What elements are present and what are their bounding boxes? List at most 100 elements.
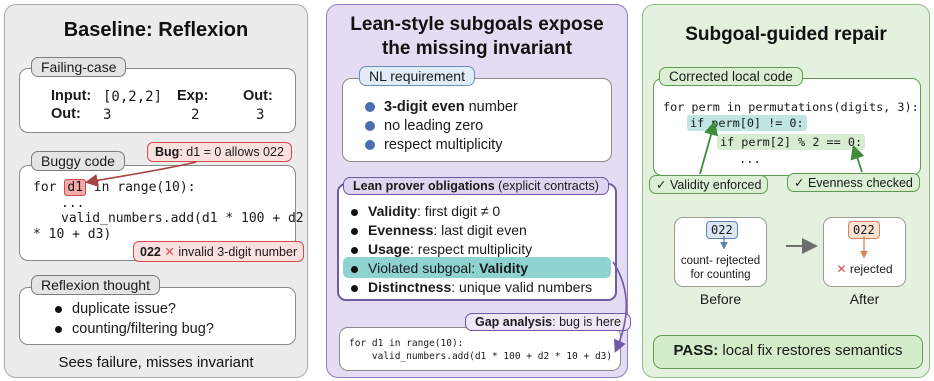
lean-title-line-2: the missing invariant: [381, 38, 573, 59]
obligation-validity-bold: Validity: [368, 203, 418, 219]
pass-rest: local fix restores semantics: [718, 342, 903, 359]
before-text-2: for counting: [690, 269, 751, 281]
corrected-line-2: if perm[0] != 0:: [687, 115, 807, 131]
obligation-evenness: Evenness: last digit even: [351, 222, 527, 238]
pass-banner: [653, 335, 923, 369]
gap-code-line-2: valid_numbers.add(d1 * 100 + d2 * 10 + d…: [349, 351, 613, 362]
exp-label: Exp:: [177, 88, 209, 104]
obligation-distinctness-rest: : unique valid numbers: [451, 279, 593, 295]
code-line-4: * 10 + d3): [33, 227, 112, 242]
reflexion-label: Reflexion thought: [31, 275, 160, 295]
list-dot-icon: [365, 102, 375, 112]
lean-title-line-1: Lean-style subgoals expose: [350, 14, 604, 35]
before-text-1: count- rejtected: [680, 255, 761, 267]
gap-code-line-1: for d1 in range(10):: [349, 338, 464, 349]
nl-requirement-box: [342, 78, 612, 162]
corrected-line-3: if perm[2] % 2 == 0:: [717, 134, 866, 150]
gap-analysis-label: Gap analysis: bug is here: [465, 313, 631, 331]
repair-panel: Subgoal-guided repair Corrected local co…: [642, 4, 930, 378]
bullet-icon: [351, 246, 358, 254]
obligations-label-rest: (explicit contracts): [494, 179, 599, 193]
obligations-label: Lean prover obligations (explicit contra…: [343, 177, 609, 195]
obligation-usage: Usage: respect multiplicity: [351, 241, 532, 257]
input-value: [0,2,2]: [103, 89, 163, 105]
bullet-icon: [55, 305, 62, 313]
after-text-label: rejected: [846, 262, 893, 276]
list-dot-icon: [365, 140, 375, 150]
corrected-code-label: Corrected local code: [659, 67, 803, 86]
obligation-distinctness-bold: Distinctness: [368, 279, 452, 295]
list-dot-icon: [365, 121, 375, 131]
nl-item-2-text: no leading zero: [384, 118, 484, 134]
bullet-icon: [351, 208, 358, 216]
nl-item-3-text: respect multiplicity: [384, 137, 503, 153]
obligation-validity-rest: : first digit ≠ 0: [417, 203, 501, 219]
baseline-caption: Sees failure, misses invariant: [58, 354, 254, 371]
obligation-distinctness: Distinctness: unique valid numbers: [351, 279, 592, 295]
input-label: Input:: [51, 88, 92, 104]
obligation-violated: Violated subgoal: Validity: [351, 260, 528, 276]
out-value-left: 3: [103, 107, 112, 123]
failing-case-label: Failing-case: [31, 57, 127, 77]
bug-callout: Bug: d1 = 0 allows 022: [147, 142, 292, 162]
after-num: 022: [848, 221, 880, 239]
pass-bold: PASS:: [673, 342, 719, 359]
reflexion-item-2: counting/filtering bug?: [55, 321, 214, 337]
violated-highlight: [343, 257, 611, 278]
invalid-x-icon: ✕: [164, 245, 175, 259]
obligation-violated-pre: Violated subgoal:: [368, 260, 480, 276]
out-value: 3: [256, 107, 265, 123]
pass-text: PASS: local fix restores semantics: [653, 342, 923, 359]
invalid-text: invalid 3-digit number: [178, 245, 298, 259]
code-var-d1: d1: [64, 179, 86, 196]
bullet-icon: [351, 284, 358, 292]
nl-item-3: respect multiplicity: [365, 137, 502, 153]
baseline-panel: Baseline: Reflexion Failing-case Input: …: [4, 4, 308, 378]
obligation-usage-rest: : respect multiplicity: [410, 241, 533, 257]
obligation-violated-bold: Validity: [479, 260, 529, 276]
nl-requirement-label: NL requirement: [359, 66, 475, 86]
bullet-icon: [351, 265, 358, 273]
bug-callout-prefix: Bug: [155, 145, 180, 159]
exp-value: 2: [191, 107, 200, 123]
invalid-num: 022: [140, 245, 161, 259]
code-line-1-post: in range(10):: [85, 180, 196, 195]
out-header: Out:: [243, 88, 273, 104]
obligation-usage-bold: Usage: [368, 241, 411, 257]
nl-item-1-bold: 3-digit even: [384, 99, 465, 115]
code-line-3: valid_numbers.add(d1 * 100 + d2: [61, 211, 304, 226]
lean-panel: Lean-style subgoals expose the missing i…: [326, 4, 631, 378]
bug-callout-text: : d1 = 0 allows 022: [179, 145, 284, 159]
buggy-code-label: Buggy code: [31, 151, 125, 171]
before-text: count- rejtected for counting: [674, 254, 767, 282]
failing-case-box: [19, 68, 296, 133]
rejected-x-icon: ✕: [836, 262, 847, 276]
before-caption: Before: [699, 291, 742, 307]
obligation-evenness-bold: Evenness: [368, 222, 434, 238]
reflexion-item-2-text: counting/filtering bug?: [72, 321, 214, 337]
obligations-label-bold: Lean prover obligations: [353, 179, 495, 193]
bullet-icon: [55, 325, 62, 333]
obligation-validity: Validity: first digit ≠ 0: [351, 203, 500, 219]
bullet-icon: [351, 227, 358, 235]
code-line-2: ...: [61, 196, 85, 211]
reflexion-box: [19, 287, 296, 345]
before-num: 022: [706, 221, 738, 239]
validity-enforced-badge: ✓ Validity enforced: [649, 175, 769, 194]
obligation-evenness-rest: : last digit even: [433, 222, 527, 238]
evenness-checked-badge: ✓ Evenness checked: [787, 173, 920, 192]
reflexion-item-1-text: duplicate issue?: [72, 301, 176, 317]
code-line-1-pre: for: [33, 180, 65, 195]
gap-analysis-box: [339, 327, 621, 371]
corrected-line-4: ...: [739, 152, 761, 166]
invalid-number-callout: 022 ✕ invalid 3-digit number: [133, 241, 305, 262]
baseline-title: Baseline: Reflexion: [63, 19, 249, 41]
repair-title: Subgoal-guided repair: [685, 24, 887, 45]
corrected-line-1: for perm in permutations(digits, 3):: [663, 100, 919, 114]
lean-title: Lean-style subgoals expose the missing i…: [327, 13, 627, 61]
nl-item-2: no leading zero: [365, 118, 483, 134]
after-caption: After: [849, 291, 880, 307]
after-text: ✕ rejected: [823, 262, 906, 276]
obligations-box: [337, 183, 617, 301]
nl-item-1-rest: number: [464, 99, 518, 115]
